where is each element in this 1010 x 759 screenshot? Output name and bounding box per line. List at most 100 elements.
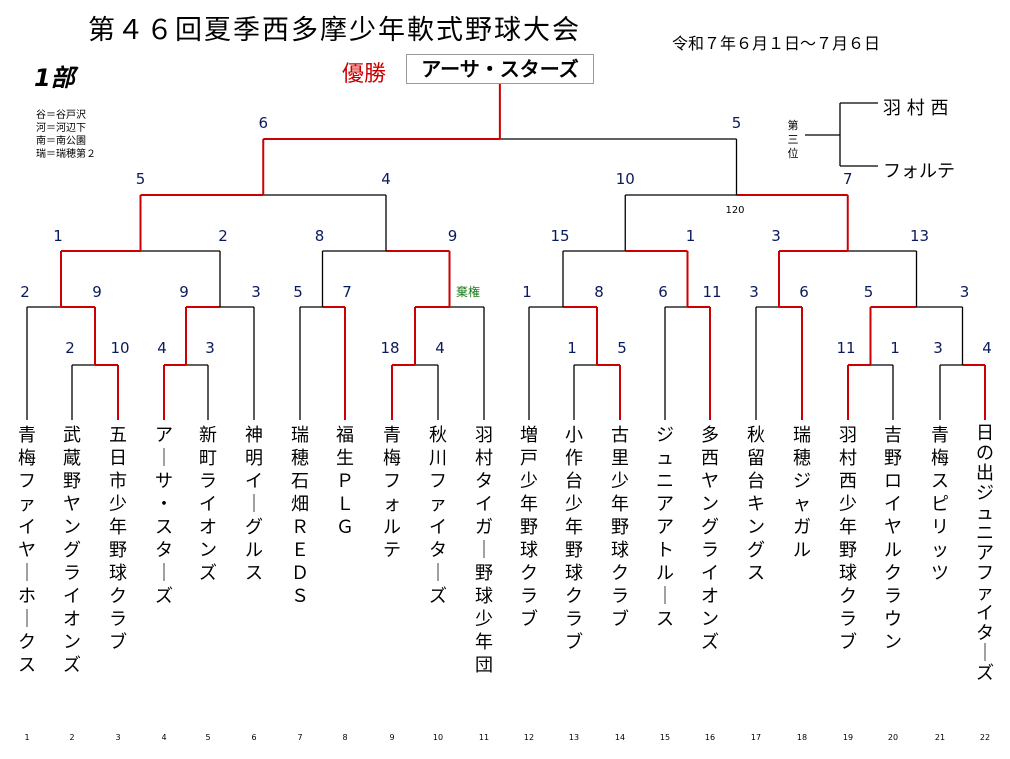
team-name: 羽村タイガ｜野球少年団 — [475, 425, 493, 676]
score-label: 2 — [65, 339, 75, 357]
score-label: 11 — [702, 283, 721, 301]
third-place-label: 第三位 — [787, 119, 799, 160]
legend-item: 瑞＝瑞穂第２ — [36, 149, 96, 160]
score-label: 6 — [258, 114, 268, 132]
team-name: 青梅スピリッツ — [931, 425, 949, 584]
team-name: 吉野ロイヤルクラウン — [884, 425, 902, 653]
score-label: 1 — [567, 339, 577, 357]
team-name: 瑞穂ジャガル — [793, 425, 811, 561]
score-label: 10 — [110, 339, 129, 357]
score-label: 1 — [522, 283, 532, 301]
team-name: 五日市少年野球クラブ — [109, 425, 127, 653]
score-label: 2 — [218, 227, 228, 245]
seed-number: 15 — [659, 733, 671, 742]
score-label: 1 — [53, 227, 63, 245]
team-name: ア｜サ・スタ｜ズ — [155, 425, 173, 607]
score-label: 6 — [799, 283, 809, 301]
score-label: 5 — [293, 283, 303, 301]
team-name: 日の出ジュニアファイタ｜ズ — [976, 423, 994, 684]
team-name: 青梅フォルテ — [383, 425, 401, 561]
score-label: 7 — [843, 170, 853, 188]
score-label: 2 — [20, 283, 30, 301]
team-name: 増戸少年野球クラブ — [520, 425, 538, 630]
team-name: 羽村西少年野球クラブ — [839, 425, 857, 653]
team-name: 秋川ファイタ｜ズ — [429, 425, 447, 607]
third-place-team: フォルテ — [883, 161, 955, 182]
page-title: 第４６回夏季西多摩少年軟式野球大会 — [88, 15, 581, 46]
seed-number: 3 — [115, 733, 121, 742]
forfeit-note: 棄権 — [456, 284, 480, 299]
seed-number: 9 — [389, 733, 395, 742]
team-name: ジュニアアトル｜ス — [656, 425, 674, 630]
team-name: 武蔵野ヤングライオンズ — [63, 425, 81, 676]
score-label: 6 — [658, 283, 668, 301]
score-label: 9 — [448, 227, 458, 245]
seed-number: 12 — [523, 733, 535, 742]
score-label: 11 — [836, 339, 855, 357]
venue-legend: 谷＝谷戸沢 河＝河辺下 南＝南公園 瑞＝瑞穂第２ — [36, 109, 96, 161]
seed-number: 8 — [342, 733, 348, 742]
score-label: 3 — [960, 283, 970, 301]
seed-number: 21 — [934, 733, 946, 742]
score-label: 15 — [550, 227, 569, 245]
seed-number: 10 — [432, 733, 444, 742]
team-name: 青梅ファイヤ｜ホ｜クス — [18, 425, 36, 676]
score-label: 5 — [732, 114, 742, 132]
third-place-team: 羽 村 西 — [883, 98, 949, 119]
seed-number: 7 — [297, 733, 303, 742]
division-label: 1部 — [34, 64, 75, 92]
seed-number: 20 — [887, 733, 899, 742]
match-number: 120 — [725, 205, 744, 216]
score-label: 4 — [982, 339, 992, 357]
legend-item: 谷＝谷戸沢 — [36, 110, 86, 121]
seed-number: 11 — [478, 733, 490, 742]
score-label: 3 — [251, 283, 261, 301]
seed-number: 6 — [251, 733, 257, 742]
score-label: 4 — [157, 339, 167, 357]
score-label: 18 — [380, 339, 399, 357]
team-name: 古里少年野球クラブ — [611, 425, 629, 630]
score-label: 3 — [933, 339, 943, 357]
score-label: 9 — [179, 283, 189, 301]
score-label: 3 — [205, 339, 215, 357]
seed-number: 16 — [704, 733, 716, 742]
seed-number: 2 — [69, 733, 75, 742]
score-label: 1 — [686, 227, 696, 245]
score-label: 10 — [616, 170, 635, 188]
champion-label: 優勝 — [342, 62, 387, 87]
team-name: 秋留台キングス — [747, 425, 765, 584]
bracket-lines — [26, 84, 986, 420]
seed-number: 14 — [614, 733, 626, 742]
score-label: 3 — [749, 283, 759, 301]
score-label: 3 — [771, 227, 781, 245]
champion-team: アーサ・スターズ — [406, 54, 594, 84]
score-label: 8 — [594, 283, 604, 301]
score-label: 8 — [315, 227, 325, 245]
score-label: 5 — [864, 283, 874, 301]
score-label: 4 — [435, 339, 445, 357]
score-label: 5 — [136, 170, 146, 188]
score-label: 5 — [617, 339, 627, 357]
score-label: 7 — [342, 283, 352, 301]
score-label: 9 — [92, 283, 102, 301]
team-name: 多西ヤングライオンズ — [701, 425, 719, 653]
score-label: 1 — [890, 339, 900, 357]
team-name: 神明イ｜グルス — [245, 425, 263, 584]
tournament-dates: 令和７年６月１日～７月６日 — [672, 34, 881, 53]
legend-item: 南＝南公園 — [36, 136, 86, 147]
seed-number: 19 — [842, 733, 854, 742]
team-name: 新町ライオンズ — [199, 425, 217, 584]
seed-number: 5 — [205, 733, 211, 742]
legend-item: 河＝河辺下 — [36, 123, 86, 134]
seed-number: 17 — [750, 733, 762, 742]
team-name: 小作台少年野球クラブ — [565, 425, 583, 653]
seed-number: 13 — [568, 733, 580, 742]
seed-number: 22 — [979, 733, 991, 742]
score-label: 4 — [381, 170, 391, 188]
seed-number: 1 — [24, 733, 30, 742]
seed-number: 4 — [161, 733, 167, 742]
